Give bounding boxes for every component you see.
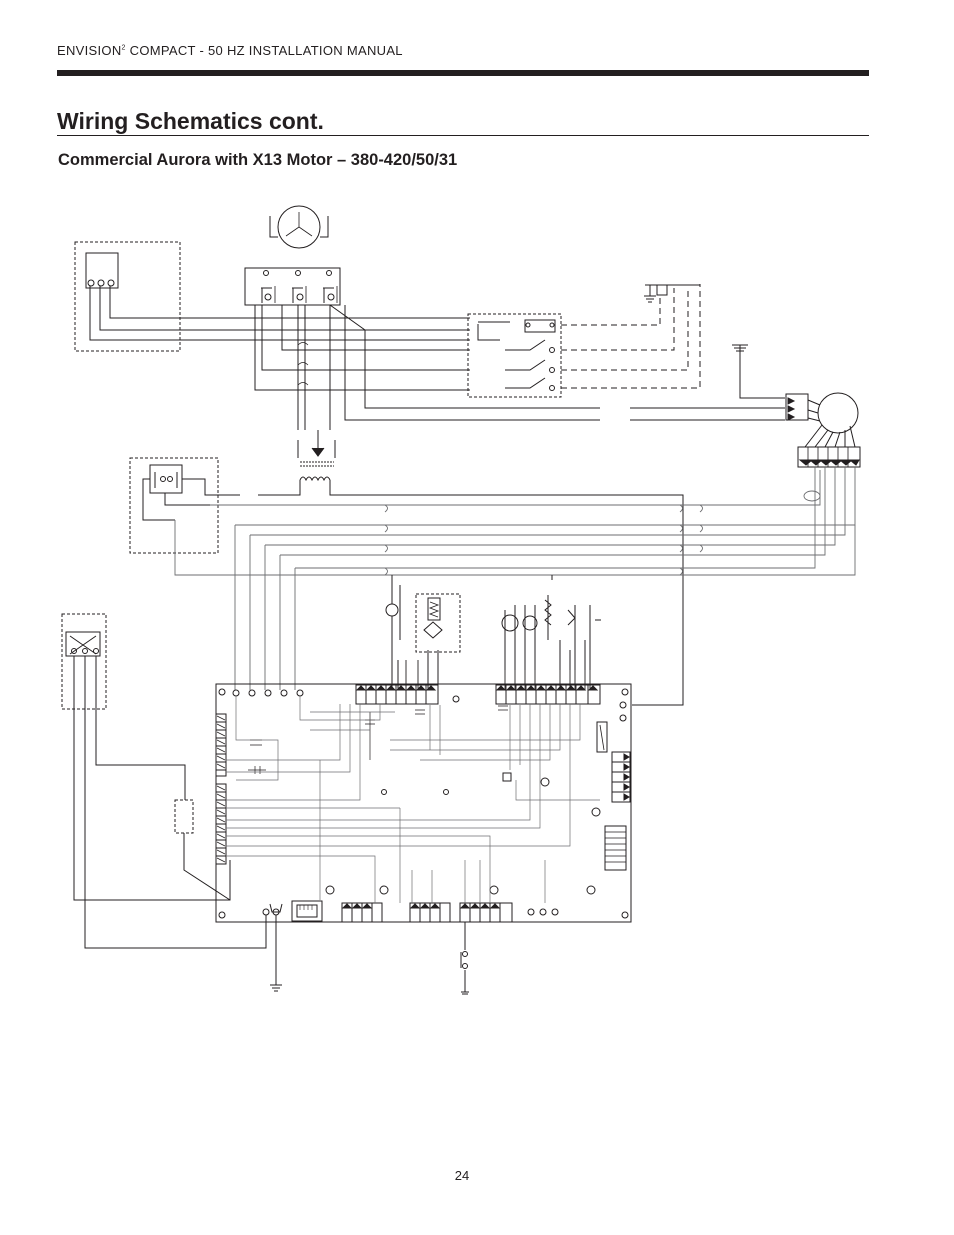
emergency-shutdown-switch [460,922,469,995]
phase-monitor [74,241,181,352]
header-bar [57,70,869,76]
sensor-wires [405,660,591,690]
manual-superscript: 2 [121,44,126,52]
transformer [258,430,684,706]
pressure-switch-box [61,613,267,949]
manual-name: ENVISION [57,43,122,58]
blower-motor [785,392,861,468]
power-feed-lines [160,304,785,430]
wire-harness [174,467,856,690]
contactor-block [244,267,341,306]
manual-header: ENVISION2 COMPACT - 50 HZ INSTALLATION M… [57,43,403,58]
thermistor-sensors [385,575,601,690]
ground-symbol [644,284,785,399]
compressor-motor [269,205,329,249]
aurora-control-board [215,683,632,923]
fan-switch-box [129,457,240,554]
schematic-title: Commercial Aurora with X13 Motor – 380-4… [58,151,458,169]
page-title: Wiring Schematics cont. [57,108,324,134]
ground-terminal [269,903,283,992]
manual-subtitle: COMPACT - 50 HZ INSTALLATION MANUAL [125,43,403,58]
title-rule [57,135,869,136]
blower-relay-box [467,284,701,398]
board-traces [226,696,600,903]
reversing-valve [415,593,461,690]
page-number: 24 [454,1168,470,1183]
